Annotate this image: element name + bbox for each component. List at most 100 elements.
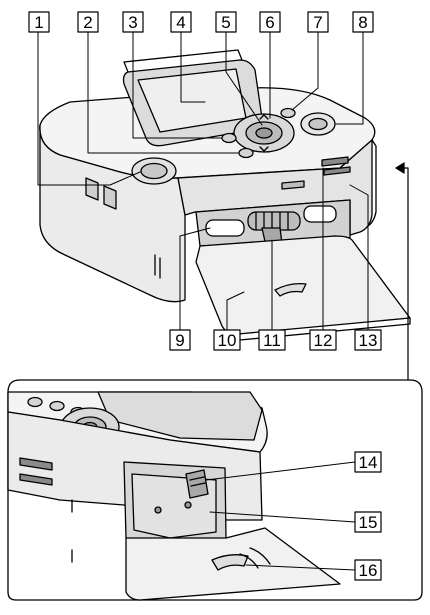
leader-1: [37, 31, 141, 186]
leader-15: [209, 511, 356, 523]
callout-12-box: [309, 329, 337, 351]
callout-7: 7: [307, 11, 329, 33]
callout-3-label: 3: [128, 13, 137, 32]
ribbon-roller-left: [205, 219, 245, 237]
callout-8-box: [352, 11, 374, 33]
closeup-cover-handle: [211, 554, 249, 571]
pad-down-arrow: [259, 146, 269, 152]
callout-2-label: 2: [83, 13, 92, 32]
callout-11-box: [258, 329, 286, 351]
side-vent: [154, 254, 161, 279]
pad-up-arrow: [259, 114, 269, 120]
ink-ribbon: [205, 205, 337, 237]
printer-top-view: [39, 49, 411, 341]
callout-4-box: [170, 11, 192, 33]
leader-5: [225, 31, 263, 126]
closeup-slot-lower: [19, 473, 53, 486]
callout-12: 12: [309, 329, 337, 351]
leader-4: [180, 31, 206, 103]
callout-15-label: 15: [359, 513, 378, 532]
leader-8: [335, 31, 364, 125]
leader-10: [226, 291, 245, 331]
callout-9-label: 9: [175, 331, 184, 350]
callout-11-label: 11: [263, 331, 281, 350]
closeup-hole-left: [154, 506, 162, 514]
callout-1-box: [28, 11, 50, 33]
leader-16: [245, 564, 356, 571]
callout-5-label: 5: [221, 13, 230, 32]
callout-3: 3: [122, 11, 144, 33]
callout-9: 9: [169, 329, 191, 351]
callout-7-label: 7: [313, 13, 322, 32]
leader-lines: [37, 31, 369, 571]
closeup-link-arrowhead: [395, 162, 405, 174]
callout-10: 10: [213, 329, 241, 351]
callout-2: 2: [77, 11, 99, 33]
paper-tray-slot: [281, 180, 305, 190]
callout-13-label: 13: [359, 331, 378, 350]
ribbon-roller-right: [303, 205, 337, 223]
closeup-button-a: [27, 396, 43, 408]
dc-connector: [103, 185, 117, 210]
callout-9-box: [169, 329, 191, 351]
callout-14: 14: [354, 451, 382, 473]
printer-closeup-view: [7, 379, 423, 601]
callout-10-box: [213, 329, 241, 351]
enter-button: [255, 127, 273, 139]
callout-6-label: 6: [265, 13, 274, 32]
callout-15-box: [354, 511, 382, 533]
leader-2: [87, 31, 239, 154]
callout-5-box: [215, 11, 237, 33]
leader-3: [132, 31, 223, 139]
leader-14: [205, 461, 356, 481]
callout-7-box: [307, 11, 329, 33]
closeup-button-b: [49, 400, 65, 412]
callout-6-box: [259, 11, 281, 33]
callout-16-box: [354, 559, 382, 581]
leader-13: [349, 184, 369, 331]
ribbon-roller-grooves: [255, 211, 289, 231]
callout-14-label: 14: [359, 453, 378, 472]
callout-6: 6: [259, 11, 281, 33]
closeup-eject-lever: [185, 469, 209, 499]
callout-4-label: 4: [176, 13, 185, 32]
callout-1: 1: [28, 11, 50, 33]
callout-15: 15: [354, 511, 382, 533]
menu-button: [221, 132, 237, 144]
closeup-hole-right: [184, 501, 192, 509]
memory-card-slot-lower: [323, 166, 351, 176]
callout-10-label: 10: [218, 331, 237, 350]
callout-boxes: 1 2 3 4 5 6 7 8: [28, 11, 382, 581]
callout-16-label: 16: [359, 561, 378, 580]
leader-7: [291, 31, 319, 111]
auto-button: [280, 107, 296, 119]
cover-handle: [274, 282, 307, 297]
callout-8-label: 8: [358, 13, 367, 32]
callout-1-label: 1: [34, 13, 43, 32]
callout-16: 16: [354, 559, 382, 581]
callout-2-box: [77, 11, 99, 33]
printer-front-left-face: [39, 124, 186, 303]
callout-8: 8: [352, 11, 374, 33]
callout-3-box: [122, 11, 144, 33]
callout-4: 4: [170, 11, 192, 33]
callout-14-box: [354, 451, 382, 473]
callout-11: 11: [258, 329, 286, 351]
usb-connector: [85, 177, 99, 201]
closeup-lever-ridges: [189, 476, 206, 487]
power-button: [140, 162, 168, 180]
callout-13: 13: [354, 329, 382, 351]
closeup-slot-upper: [19, 457, 53, 471]
leader-9: [179, 227, 211, 331]
printer-right-edge: [367, 139, 377, 227]
closeup-cover-grip: [239, 547, 271, 569]
memory-card-slot-upper: [321, 156, 349, 167]
print-button-inner: [308, 117, 328, 131]
closeup-frame: [7, 379, 423, 601]
control-pad: [233, 113, 295, 153]
cancel-button: [238, 147, 254, 159]
callout-13-box: [354, 329, 382, 351]
callout-5: 5: [215, 11, 237, 33]
